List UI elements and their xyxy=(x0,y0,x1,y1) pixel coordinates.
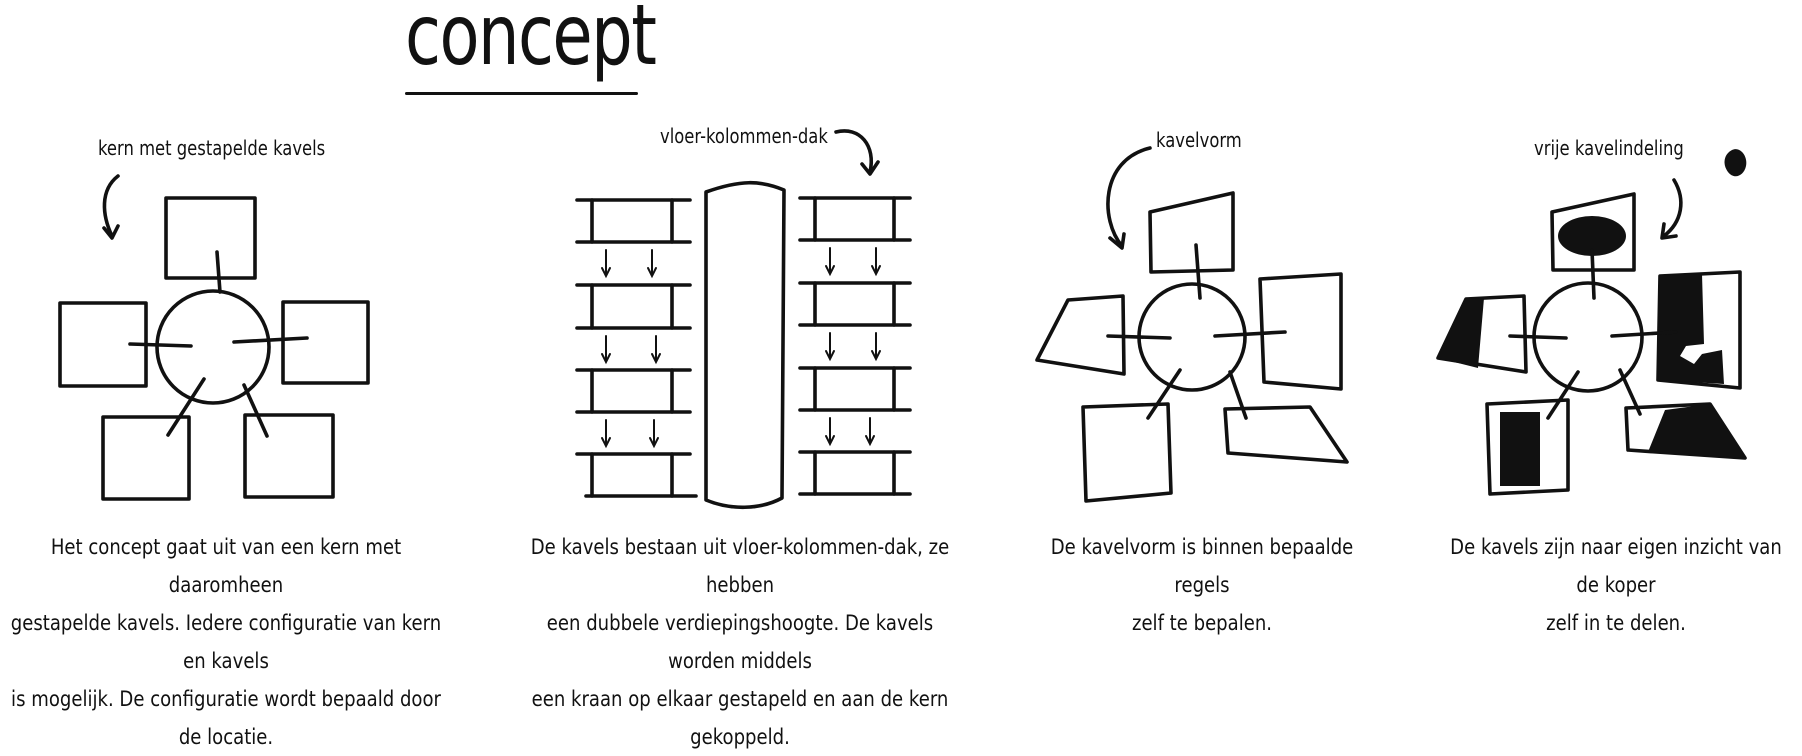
curved-arrow-icon xyxy=(1662,178,1683,238)
kavel-top xyxy=(1550,192,1636,272)
panel-1-label: kern met gestapelde kavels xyxy=(98,136,326,160)
panel-4-label: vrije kavelindeling xyxy=(1534,136,1684,160)
kavel-bottom-left xyxy=(1081,402,1173,503)
kavel-right xyxy=(1258,272,1343,391)
panel-4-caption: De kavels zijn naar eigen inzicht van de… xyxy=(1450,535,1782,635)
curved-arrow-icon xyxy=(834,129,874,174)
panel-2-diagram xyxy=(575,129,912,510)
panel-3-caption: De kavelvorm is binnen bepaalde regels z… xyxy=(1050,535,1354,635)
kavel-right xyxy=(281,300,370,385)
right-kavel-stack xyxy=(798,196,912,496)
panel-4-diagram xyxy=(1436,149,1747,496)
kavel-bottom-left xyxy=(101,415,191,501)
curved-arrow-icon xyxy=(102,174,120,238)
kavel-bottom-left xyxy=(1485,398,1570,496)
curved-arrow-icon xyxy=(1106,146,1152,248)
panel-3-label: kavelvorm xyxy=(1156,128,1242,152)
kavel-top xyxy=(1148,191,1235,274)
core-column xyxy=(704,180,786,510)
ink-splatter-icon xyxy=(1724,149,1747,177)
panel-2-label: vloer-kolommen-dak xyxy=(660,124,828,148)
title-underline xyxy=(405,92,638,95)
kavel-top xyxy=(164,196,257,280)
kavel-right xyxy=(1656,270,1742,390)
kavel-left xyxy=(1035,294,1126,376)
left-kavel-stack xyxy=(575,198,698,498)
core-circle xyxy=(155,289,271,405)
panel-1-diagram xyxy=(58,174,370,501)
kavel-bottom-right xyxy=(243,413,335,499)
kavel-bottom-right xyxy=(1223,405,1349,464)
panel-3-diagram xyxy=(1035,146,1349,503)
page-title: concept xyxy=(405,0,657,84)
